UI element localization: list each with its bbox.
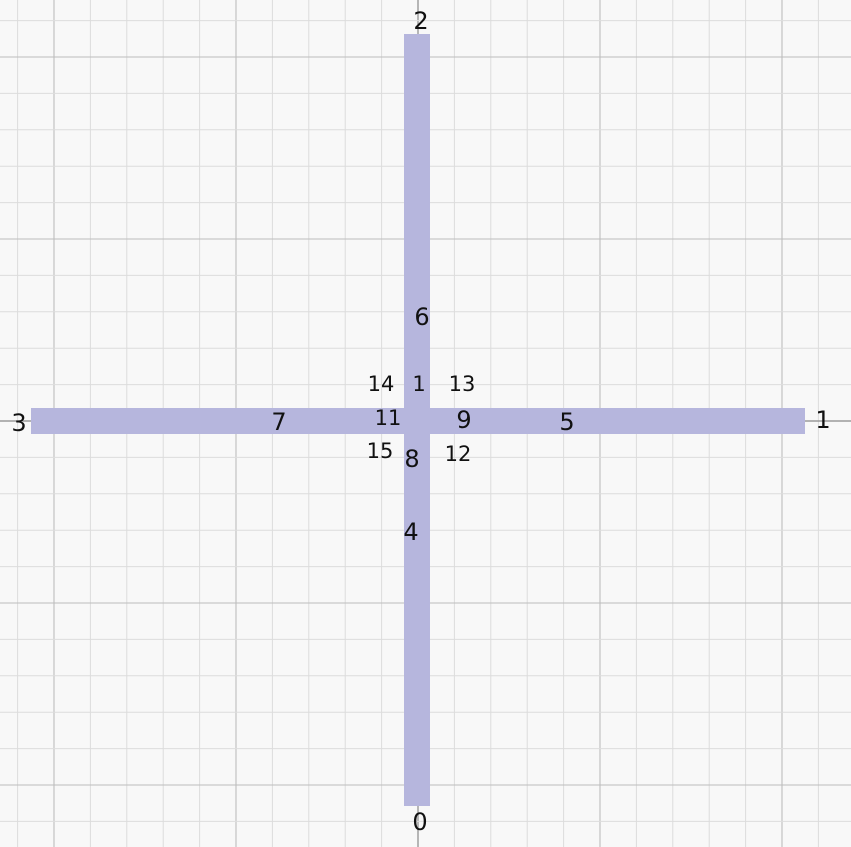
- label-11: 11: [375, 406, 402, 430]
- label-4: 4: [403, 518, 418, 546]
- point-labels: 2 0 3 1 6 7 5 4 8 9 14 1 13 11 15 12: [11, 7, 830, 836]
- label-9: 9: [456, 406, 471, 434]
- label-1-center: 1: [412, 372, 425, 396]
- label-8: 8: [404, 445, 419, 473]
- label-15: 15: [367, 439, 394, 463]
- label-14: 14: [368, 372, 395, 396]
- label-7: 7: [271, 408, 286, 436]
- plus-shape: [31, 34, 805, 806]
- label-3: 3: [11, 409, 26, 437]
- label-0: 0: [412, 808, 427, 836]
- label-13: 13: [449, 372, 476, 396]
- label-2: 2: [413, 7, 428, 35]
- vertical-stroke: [404, 34, 430, 806]
- label-12: 12: [445, 442, 472, 466]
- label-5: 5: [559, 408, 574, 436]
- label-6: 6: [414, 303, 429, 331]
- label-1: 1: [815, 406, 830, 434]
